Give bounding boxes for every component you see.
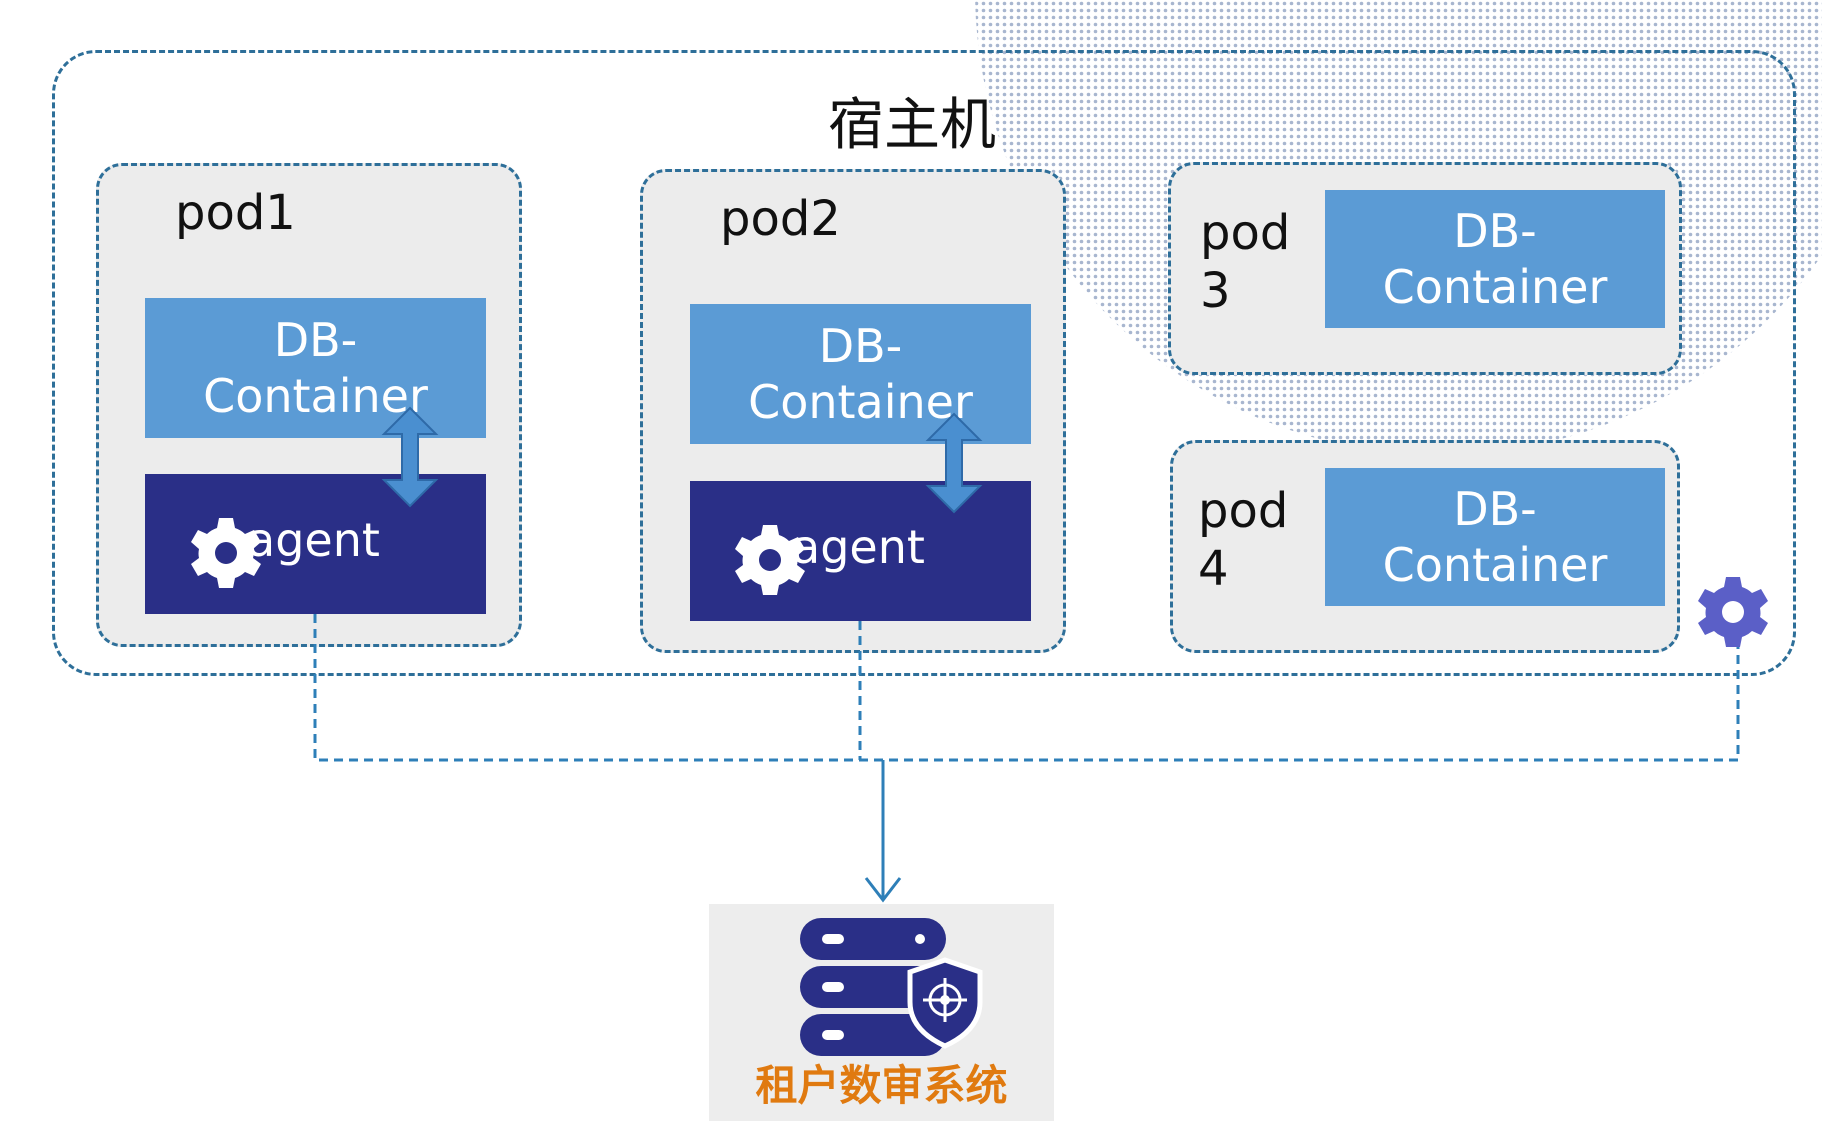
dashed-connector-lines (313, 614, 1740, 762)
host-machine-boundary (52, 50, 1796, 676)
pod-2-db-container: DB- Container (690, 304, 1031, 444)
down-arrow (864, 760, 902, 903)
audit-system-label: 租户数审系统 (755, 1061, 1008, 1110)
pod-2-label: pod2 (720, 191, 841, 247)
pod-1-db-container: DB- Container (145, 298, 486, 438)
gear-icon (735, 525, 805, 595)
db-container-label-line2: Container (748, 375, 973, 429)
bidirectional-arrow-icon (925, 412, 983, 514)
pod-4-label-line2: 4 (1198, 541, 1229, 597)
gear-icon (191, 518, 261, 588)
db-container-label-line1: DB- (1453, 204, 1537, 258)
pod-3-label: pod 3 (1200, 204, 1290, 320)
db-container-label-line1: DB- (1453, 482, 1537, 536)
server-stack-icon (800, 918, 946, 1056)
shield-target-icon (907, 957, 983, 1049)
pod-1-agent-label: agent (247, 513, 380, 567)
pod-4-label-line1: pod (1198, 483, 1289, 539)
bidirectional-arrow-icon (381, 406, 439, 508)
db-container-label-line1: DB- (818, 319, 903, 373)
db-container-label-line2: Container (1382, 538, 1608, 592)
db-container-label-line2: Container (1382, 260, 1608, 314)
pod-4-db-container: DB- Container (1325, 468, 1665, 606)
pod-2-agent-label: agent (792, 520, 925, 574)
db-container-label-line1: DB- (273, 313, 358, 367)
pod-4-label: pod 4 (1198, 482, 1288, 598)
gear-icon (1698, 577, 1768, 647)
pod-3-label-line1: pod (1200, 205, 1291, 261)
host-title: 宿主机 (828, 93, 996, 158)
pod-1-label: pod1 (175, 185, 296, 241)
pod-3-db-container: DB- Container (1325, 190, 1665, 328)
pod-3-label-line2: 3 (1200, 263, 1231, 319)
db-container-label-line2: Container (203, 369, 428, 423)
